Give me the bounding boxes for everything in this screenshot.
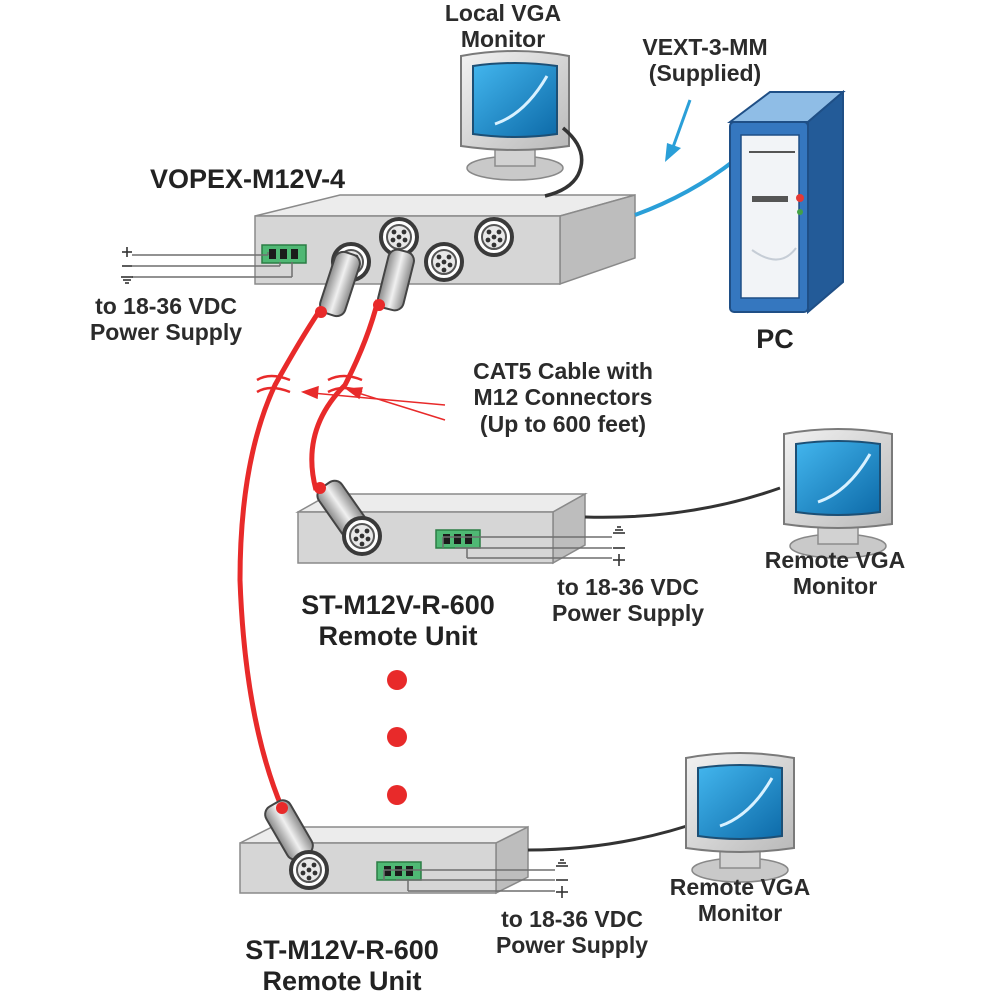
m12-plug-remote-2 [264, 799, 329, 890]
remote-vga-monitor-1 [782, 427, 894, 560]
remote-power-wires-2 [383, 869, 555, 892]
cat5-cables [237, 299, 381, 809]
power-symbols-remote-2 [556, 859, 568, 898]
pc-tower [727, 89, 846, 315]
continuation-dots [387, 670, 407, 805]
main-unit-vopex [254, 194, 636, 286]
remote-unit-1 [295, 479, 588, 565]
vext-cable [634, 158, 737, 217]
vext-cable-label: VEXT-3-MM(Supplied) [642, 34, 768, 87]
vext-arrow [665, 99, 692, 162]
main-unit-label: VOPEX-M12V-4 [150, 164, 346, 194]
m12-plug-remote-1 [314, 479, 382, 556]
remote-power-wires-1 [442, 536, 612, 559]
power-symbols-main [121, 247, 133, 284]
power-symbols-remote-1 [613, 526, 625, 566]
m12-plug-main-2 [373, 248, 415, 312]
m12-plug-main-1 [315, 250, 361, 318]
local-monitor-cable [544, 126, 584, 198]
cat5-arrows [300, 385, 446, 421]
local-vga-monitor [459, 49, 571, 182]
remote-vga-monitor-2 [684, 751, 796, 884]
main-power-wires [132, 252, 293, 278]
m12-connector-port-3 [424, 242, 464, 282]
m12-connector-port-4 [474, 217, 514, 257]
pc-label: PC [756, 324, 794, 354]
remote-monitor-cable-1 [584, 486, 781, 519]
remote-unit-2 [239, 799, 529, 895]
remote-monitor-cable-2 [527, 818, 706, 852]
